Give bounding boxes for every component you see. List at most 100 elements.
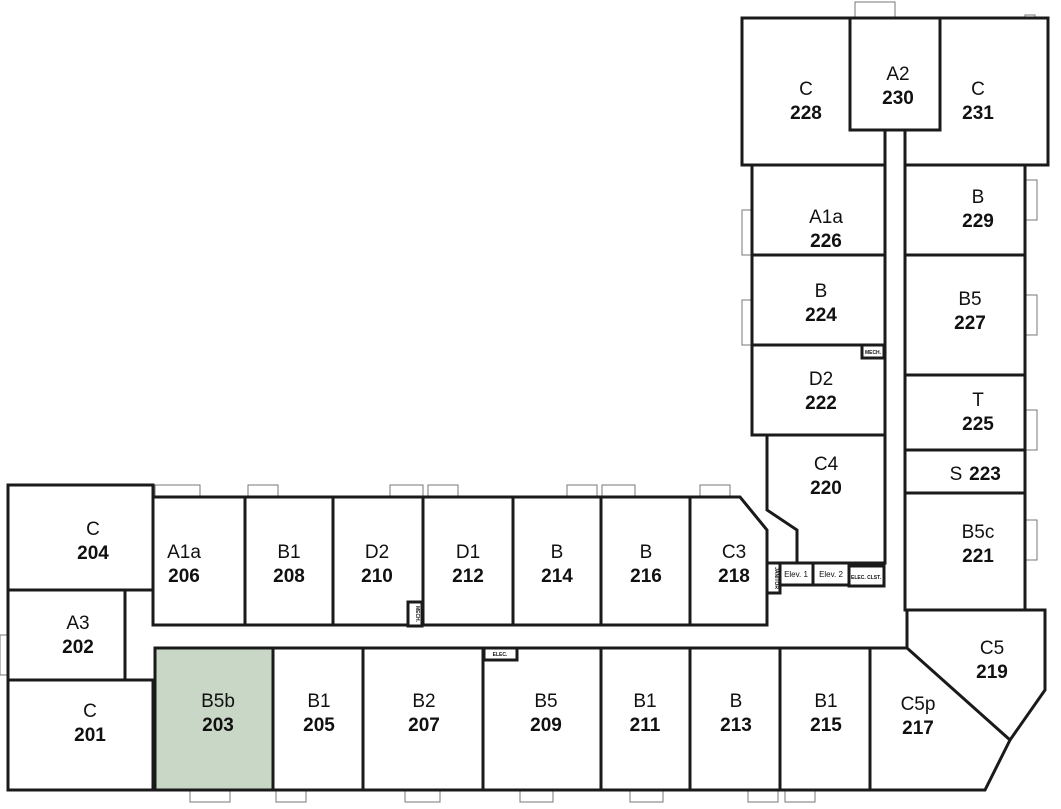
mech-east-label: MECH. bbox=[865, 350, 882, 356]
unit-outline[interactable] bbox=[6, 678, 155, 792]
elec-room bbox=[482, 646, 519, 662]
unit-number: 221 bbox=[962, 546, 994, 567]
balcony bbox=[247, 484, 279, 498]
unit-type: C bbox=[799, 79, 813, 100]
unit-number: 223 bbox=[969, 464, 1001, 485]
mech-west-label: MECH. bbox=[414, 606, 420, 623]
unit-223[interactable]: S 223 bbox=[903, 448, 1027, 495]
elec-room-label: ELEC. bbox=[493, 652, 508, 658]
unit-type: B bbox=[730, 691, 743, 712]
unit-229[interactable]: B 229 bbox=[903, 163, 1027, 257]
balcony bbox=[1024, 294, 1038, 336]
balcony bbox=[1024, 409, 1038, 451]
unit-type: C5p bbox=[901, 694, 936, 715]
unit-outline[interactable] bbox=[6, 483, 155, 592]
balcony bbox=[699, 484, 731, 498]
unit-number: 208 bbox=[273, 566, 305, 587]
unit-number: 206 bbox=[168, 566, 200, 587]
unit-number: 225 bbox=[962, 414, 994, 435]
unit-type: B5c bbox=[962, 522, 995, 543]
unit-type: B bbox=[640, 542, 653, 563]
unit-number: 222 bbox=[805, 393, 837, 414]
balcony bbox=[189, 789, 231, 803]
balcony bbox=[275, 789, 307, 803]
unit-type: C bbox=[971, 79, 985, 100]
unit-outline[interactable] bbox=[6, 588, 127, 682]
balcony bbox=[566, 484, 598, 498]
balcony bbox=[154, 484, 201, 498]
unit-type: D1 bbox=[456, 542, 480, 563]
unit-number: 219 bbox=[976, 662, 1008, 683]
elec-closet-label: ELEC. CLST. bbox=[851, 575, 882, 581]
unit-number: 202 bbox=[62, 637, 94, 658]
unit-outline[interactable] bbox=[903, 373, 1027, 452]
unit-type: B bbox=[815, 281, 828, 302]
unit-outline[interactable] bbox=[903, 163, 1027, 257]
balcony bbox=[427, 484, 459, 498]
balcony bbox=[747, 789, 779, 803]
unit-type: B bbox=[551, 542, 564, 563]
balcony bbox=[854, 1, 896, 19]
janitor-closet bbox=[765, 561, 782, 595]
balcony bbox=[601, 484, 636, 498]
unit-number: 218 bbox=[718, 566, 750, 587]
unit-224[interactable]: B 224 bbox=[750, 253, 887, 347]
balcony bbox=[389, 484, 424, 498]
janitor-label: JANITOR bbox=[773, 567, 779, 589]
unit-type: B1 bbox=[814, 691, 837, 712]
balcony bbox=[404, 789, 441, 803]
unit-number: 229 bbox=[962, 211, 994, 232]
unit-outline[interactable] bbox=[778, 646, 872, 792]
unit-type: B bbox=[972, 187, 985, 208]
balconies bbox=[0, 1, 1038, 803]
unit-type: A1a bbox=[809, 207, 843, 228]
unit-type: B2 bbox=[412, 691, 435, 712]
unit-outline[interactable] bbox=[905, 608, 1047, 743]
unit-number: 205 bbox=[303, 715, 335, 736]
mech-east bbox=[860, 343, 886, 360]
unit-number: 224 bbox=[805, 305, 837, 326]
unit-number: 209 bbox=[530, 715, 562, 736]
unit-type: A3 bbox=[66, 613, 89, 634]
unit-number: 217 bbox=[902, 718, 934, 739]
unit-number: 207 bbox=[408, 715, 440, 736]
unit-number: 201 bbox=[74, 725, 106, 746]
unit-type: S bbox=[950, 464, 963, 485]
unit-type: C4 bbox=[814, 454, 839, 475]
balcony bbox=[1024, 519, 1038, 561]
balcony bbox=[519, 789, 554, 803]
balcony bbox=[1024, 179, 1038, 221]
unit-type: B5 bbox=[958, 289, 981, 310]
unit-outline[interactable] bbox=[903, 448, 1027, 495]
unit-type: C bbox=[86, 519, 100, 540]
unit-type: C bbox=[83, 701, 97, 722]
unit-number: 226 bbox=[810, 231, 842, 252]
unit-201[interactable]: C 201 bbox=[6, 678, 155, 792]
unit-type: D2 bbox=[809, 369, 833, 390]
